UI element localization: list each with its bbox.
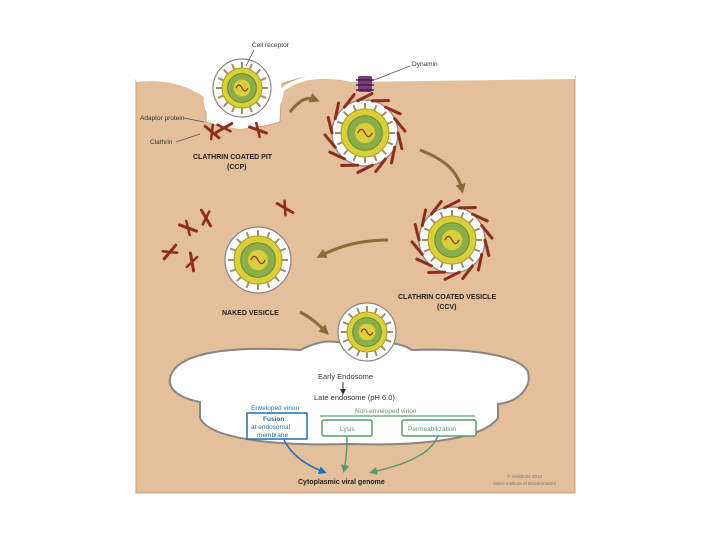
label-early-endosome: Early Endosome <box>318 372 373 381</box>
label-clathrin: Clathrin <box>150 139 173 146</box>
label-ccv-title: CLATHRIN COATED VESICLE <box>398 294 496 301</box>
credit-line-1: © ViralZone 2013 <box>507 473 543 479</box>
label-late-endosome: Late endosome (pH 6.0) <box>314 393 395 402</box>
virion-naked <box>225 227 291 293</box>
label-fusion-1: Fusion <box>263 416 284 423</box>
label-ccv-abbr: (CCV) <box>437 304 456 311</box>
virion-pit <box>213 59 271 117</box>
label-non-enveloped-virion: Non-enveloped virion <box>355 408 417 415</box>
label-lysis: Lysis <box>340 426 355 433</box>
dynamin-collar <box>356 76 374 92</box>
label-permeabilization: Permeabilization <box>408 426 456 433</box>
label-ccp-title: CLATHRIN COATED PIT <box>193 154 273 161</box>
label-ccp-abbr: (CCP) <box>227 164 246 171</box>
label-dynamin: Dynamin <box>412 61 438 68</box>
credit-line-2: Swiss Institute of Bioinformatics <box>493 481 557 486</box>
label-naked-vesicle: NAKED VESICLE <box>222 310 279 317</box>
label-fusion-2: at endosomal <box>251 424 291 431</box>
virion-endosome-entry <box>338 303 396 361</box>
label-enveloped-virion: Enveloped virion <box>251 405 299 412</box>
label-fusion-3: membrane <box>257 432 288 439</box>
label-cell-receptor: Cell receptor <box>252 42 290 49</box>
label-cytoplasmic-genome: Cytoplasmic viral genome <box>298 479 385 486</box>
label-adaptor-protein: Adaptor protein <box>140 115 185 122</box>
